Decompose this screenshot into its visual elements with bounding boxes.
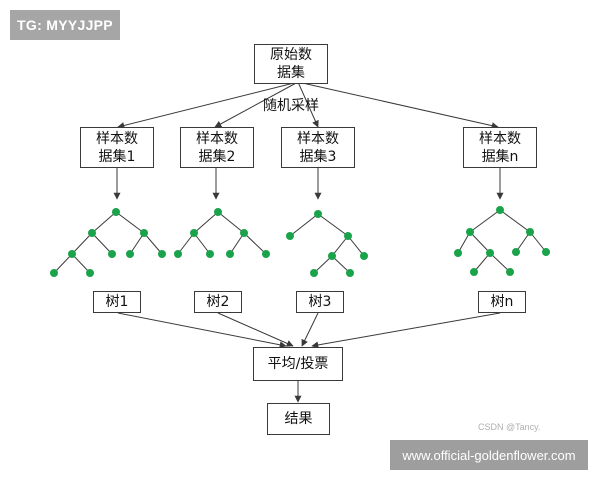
arrow-tree-2-to-aggregate bbox=[217, 312, 294, 347]
tg-watermark: TG: MYYJJPP bbox=[10, 10, 120, 40]
root-dataset-box: 原始数 据集 bbox=[254, 44, 328, 84]
sample-dataset-1-box: 样本数 据集1 bbox=[80, 127, 154, 168]
arrow-tree-1-to-aggregate bbox=[117, 312, 287, 349]
tree-1-label: 树1 bbox=[93, 291, 141, 313]
arrow-tree-3-to-aggregate bbox=[301, 312, 319, 347]
decision-tree-1 bbox=[50, 208, 166, 277]
result-box: 结果 bbox=[267, 403, 330, 435]
sample-dataset-3-box: 样本数 据集3 bbox=[281, 127, 355, 168]
average-vote-box: 平均/投票 bbox=[253, 347, 343, 381]
site-watermark: www.official-goldenflower.com bbox=[390, 440, 588, 470]
arrow-root-to-sample-1 bbox=[117, 81, 299, 129]
tree-2-label: 树2 bbox=[194, 291, 242, 313]
csdn-watermark: CSDN @Tancy. bbox=[478, 422, 541, 432]
arrow-root-to-sample-n bbox=[297, 81, 499, 130]
arrow-root-to-sample-3 bbox=[297, 81, 319, 128]
arrow-root-to-sample-2 bbox=[214, 81, 299, 128]
decision-tree-3 bbox=[286, 210, 368, 277]
sample-dataset-n-box: 样本数 据集n bbox=[463, 127, 537, 168]
random-sampling-label: 随机采样 bbox=[263, 98, 319, 114]
sample-dataset-2-box: 样本数 据集2 bbox=[180, 127, 254, 168]
decision-tree-n bbox=[454, 206, 550, 276]
tree-n-label: 树n bbox=[478, 291, 526, 313]
decision-tree-2 bbox=[174, 208, 270, 258]
tree-3-label: 树3 bbox=[296, 291, 344, 313]
arrow-tree-n-to-aggregate bbox=[311, 312, 501, 349]
